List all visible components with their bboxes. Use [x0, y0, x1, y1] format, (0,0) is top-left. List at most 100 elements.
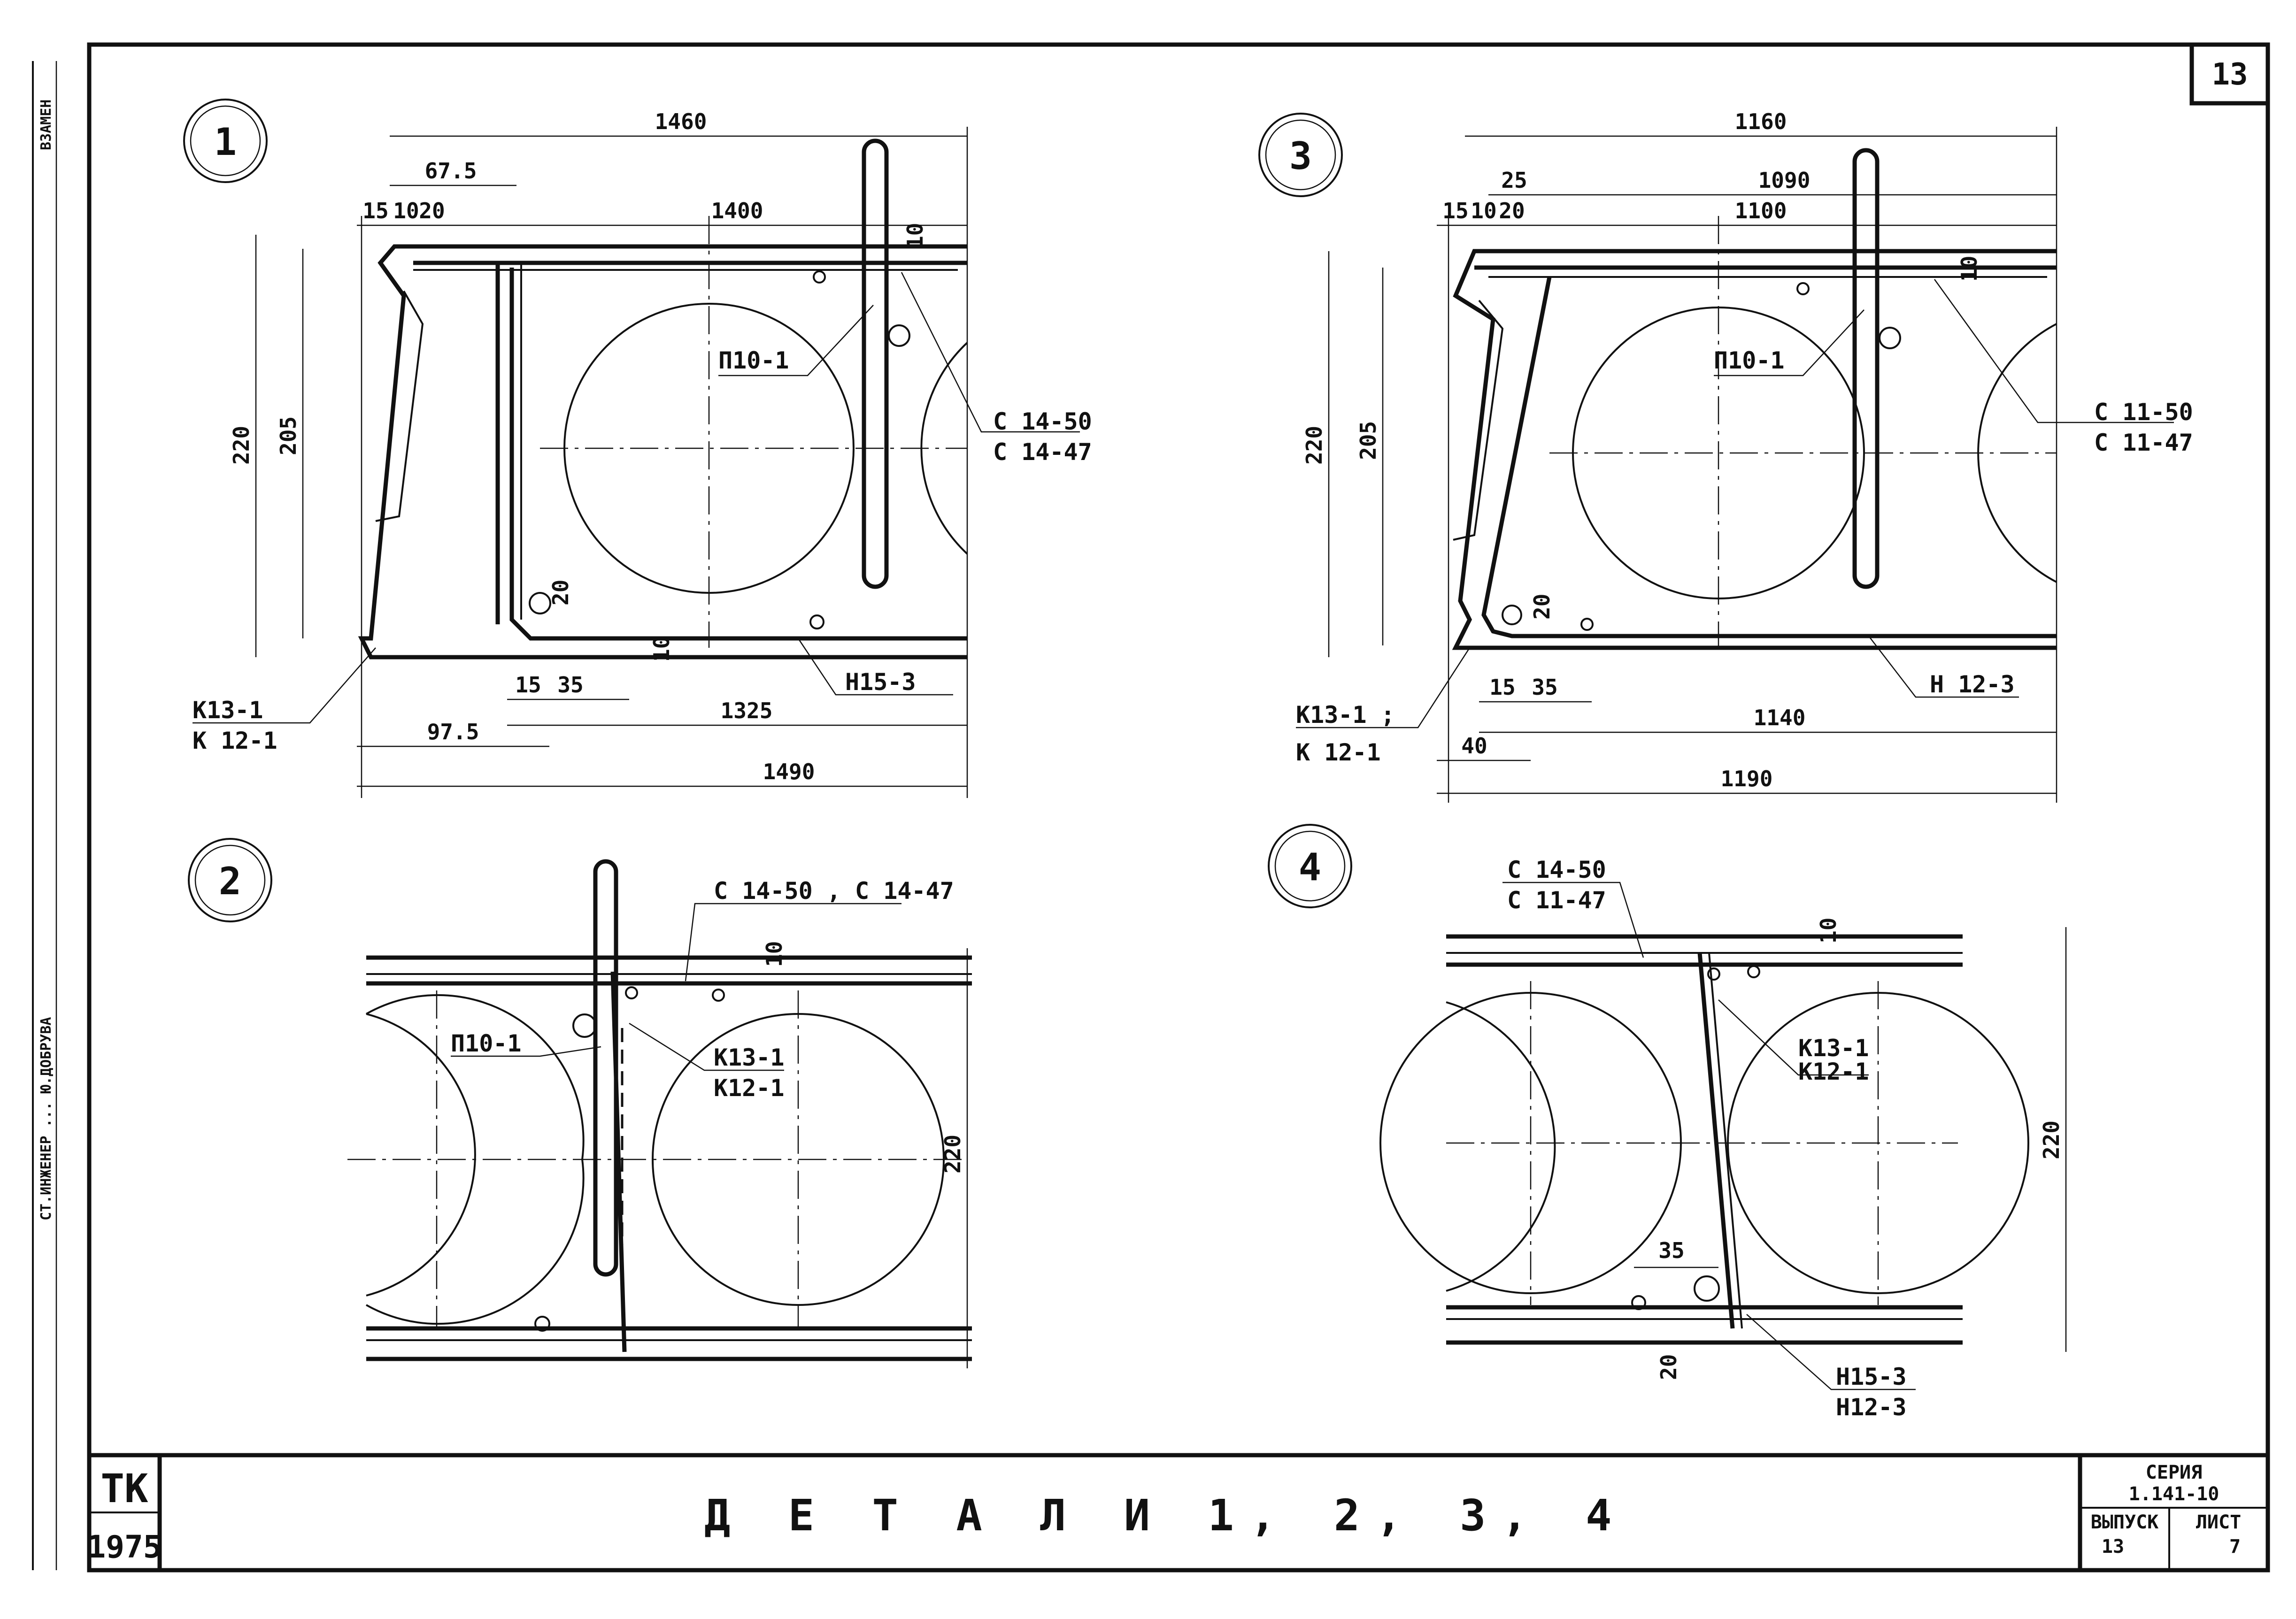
detail-1-number: 1 — [214, 120, 237, 164]
page-number-box — [2189, 42, 2270, 106]
detail-3-diagonal-bar — [1481, 276, 2057, 638]
detail-3-dim-10b: 10 — [1957, 256, 1982, 282]
detail-1-dim-67: 67.5 — [425, 158, 477, 184]
detail-1-dim-205: 205 — [276, 416, 301, 455]
detail-3-leader-h12 — [1868, 636, 2019, 698]
detail-1-leader-k13 — [193, 647, 376, 724]
detail-1-dim-97: 97.5 — [427, 719, 479, 744]
detail-3-bar-dot-1 — [1879, 327, 1901, 349]
detail-3-label-c11-50: С 11-50 — [2094, 399, 2193, 426]
series-value: 1.141-10 — [2129, 1483, 2219, 1505]
detail-2-marker-inner — [194, 844, 266, 916]
detail-1-slab-outline — [358, 244, 967, 660]
detail-4-label-h15: Н15-3 — [1836, 1363, 1907, 1390]
detail-1-bar-dot-4 — [813, 270, 826, 284]
detail-4-bar-dot-2 — [1747, 965, 1760, 978]
detail-1-loop — [862, 138, 889, 589]
detail-3-dim-1100: 1100 — [1735, 198, 1787, 223]
detail-4-leader-k13 — [1718, 999, 1869, 1076]
issue-label: ВЫПУСК — [2091, 1512, 2159, 1533]
detail-3-leader-p10 — [1714, 309, 1865, 376]
year: 1975 — [87, 1529, 162, 1565]
detail-3-dim-1190: 1190 — [1721, 766, 1773, 791]
detail-1: 1 1460 67.5 15 10 20 1400 10 220 205 20 — [183, 99, 1092, 798]
detail-4-void-1 — [1446, 1001, 1556, 1292]
detail-3-dim-15b: 15 — [1489, 675, 1515, 700]
detail-2-bar-dot-1 — [572, 1013, 597, 1038]
series-label: СЕРИЯ — [2146, 1462, 2202, 1483]
detail-1-dim-10: 10 — [393, 198, 419, 223]
detail-1-label-k13: К13-1 — [193, 697, 263, 724]
detail-3-label-p10: П10-1 — [1714, 347, 1785, 374]
detail-1-dim-1460: 1460 — [655, 109, 707, 134]
detail-1-end-profile — [375, 291, 424, 522]
detail-4-dim-220: 220 — [2039, 1120, 2064, 1159]
detail-4-dim-10: 10 — [1816, 918, 1841, 944]
detail-4-bar-dot-4 — [1631, 1295, 1646, 1310]
detail-3-marker — [1258, 113, 1343, 197]
page-number: 13 — [2211, 57, 2248, 92]
side-text-signature: СТ.ИНЖЕНЕР ... Ю.ДОБРУВА — [38, 1017, 54, 1220]
detail-1-label-k12: К 12-1 — [193, 727, 277, 754]
detail-1-leader-c14 — [901, 272, 1080, 433]
detail-3-bar-dot-3 — [1580, 618, 1594, 631]
detail-1-bar-dot-1 — [888, 324, 910, 347]
detail-2-loop — [593, 859, 618, 1277]
detail-3-dim-15: 15 — [1442, 198, 1468, 223]
detail-2-label-k13: К13-1 — [714, 1044, 785, 1071]
detail-3: 3 1160 25 1090 15 10 20 1100 10 220 205 … — [1258, 109, 2193, 803]
detail-3-label-c11-47: С 11-47 — [2094, 429, 2193, 456]
detail-3-number: 3 — [1289, 134, 1312, 178]
detail-3-label-k13: К13-1 ; — [1296, 701, 1395, 729]
detail-3-label-k12: К 12-1 — [1296, 739, 1381, 766]
detail-3-slab-outline — [1452, 249, 2057, 650]
detail-3-end-profile — [1453, 299, 1504, 541]
detail-3-label-h12: Н 12-3 — [1930, 671, 2015, 698]
detail-2-bar-dot-2 — [625, 986, 638, 999]
detail-2-vertical-bar — [610, 971, 627, 1352]
detail-1-leader-p10 — [718, 305, 874, 376]
detail-4-label-k13: К13-1 — [1798, 1035, 1869, 1062]
detail-3-bar-dot-2 — [1502, 605, 1522, 625]
detail-3-dim-35: 35 — [1532, 675, 1557, 700]
detail-1-dim-10c: 10 — [649, 636, 674, 662]
detail-4-diagonal-bar — [1697, 952, 1735, 1329]
detail-3-dim-10: 10 — [1471, 198, 1496, 223]
side-text-top: ВЗАМЕН — [38, 100, 54, 150]
detail-2: 2 220 10 С 14-50 , С 14-47 П10-1 К13-1 К… — [188, 838, 972, 1368]
detail-2-leader-c14 — [685, 903, 901, 982]
org-code: ТК — [100, 1466, 148, 1512]
detail-1-dim-1400: 1400 — [711, 198, 763, 223]
detail-1-dim-20b: 20 — [548, 580, 573, 606]
detail-1-dim-1490: 1490 — [763, 759, 815, 784]
detail-4-leader-c14 — [1502, 882, 1644, 958]
detail-1-dim-35: 35 — [557, 672, 583, 698]
detail-1-label-c14-47: С 14-47 — [993, 438, 1092, 466]
detail-1-bar-dot-3 — [809, 614, 824, 629]
detail-2-leader-k13 — [629, 1022, 784, 1071]
detail-3-loop — [1852, 148, 1880, 589]
sheet-label: ЛИСТ — [2196, 1512, 2241, 1533]
detail-3-dim-205: 205 — [1356, 421, 1381, 460]
detail-3-marker-inner — [1265, 119, 1336, 191]
detail-2-bar-dot-4 — [534, 1316, 550, 1332]
detail-1-bottom-bar — [509, 268, 967, 641]
detail-1-label-p10: П10-1 — [718, 347, 789, 374]
detail-4-bar-dot-1 — [1707, 967, 1720, 981]
detail-1-dim-15: 15 — [362, 198, 388, 223]
detail-1-leader-h15 — [797, 638, 953, 696]
detail-4-label-c11-47: С 11-47 — [1507, 887, 1606, 914]
detail-3-dim-20b: 20 — [1529, 594, 1555, 620]
detail-4-dim-20: 20 — [1656, 1354, 1681, 1380]
detail-4-bar-dot-3 — [1694, 1275, 1720, 1302]
detail-2-void-left-edge — [366, 1013, 476, 1297]
detail-1-label-c14-50: С 14-50 — [993, 408, 1092, 435]
detail-3-dim-40: 40 — [1461, 733, 1487, 759]
issue-value: 13 — [2102, 1536, 2124, 1558]
detail-2-leader-p10 — [451, 1046, 601, 1057]
sheet-title: Д Е Т А Л И 1, 2, 3, 4 — [704, 1490, 1628, 1541]
detail-1-bar-dot-2 — [529, 592, 551, 614]
detail-3-bar-dot-4 — [1796, 282, 1810, 295]
detail-1-dim-1325: 1325 — [721, 698, 773, 723]
detail-1-marker — [183, 99, 268, 183]
